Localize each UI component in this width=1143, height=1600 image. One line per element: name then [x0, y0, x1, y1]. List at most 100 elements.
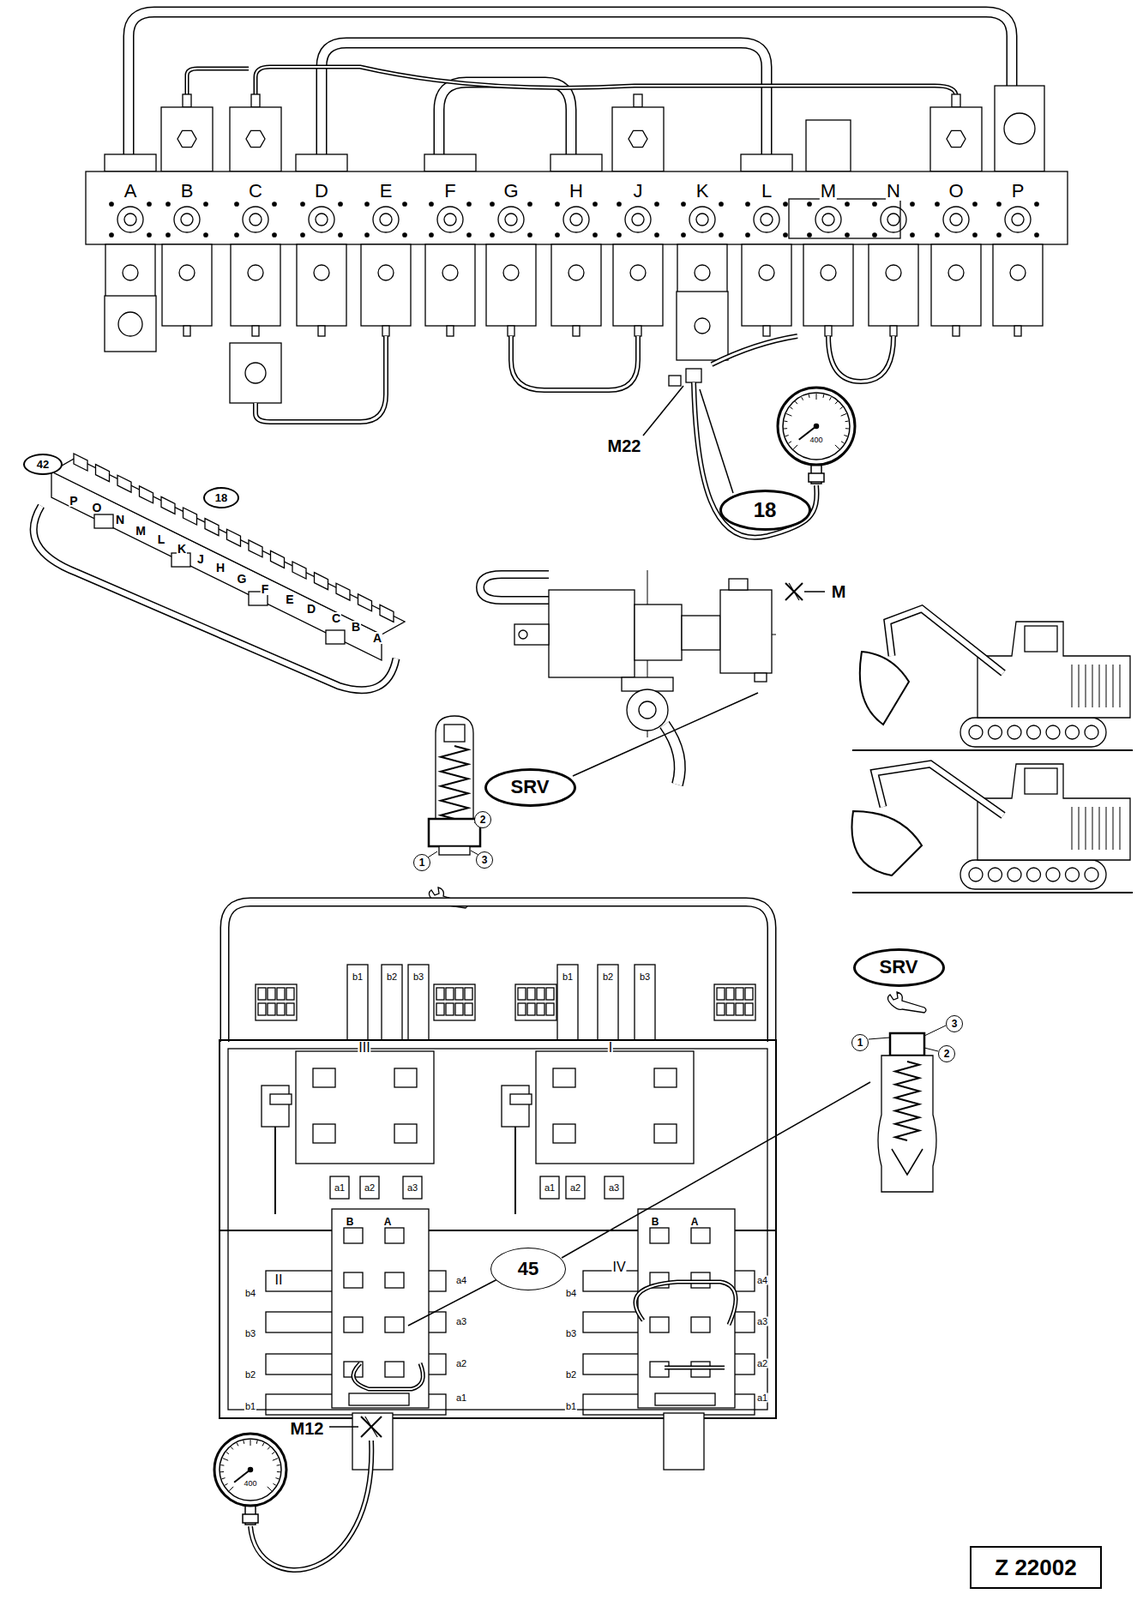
callout-text: 45	[517, 1259, 539, 1279]
signal-name: a3	[406, 1183, 419, 1193]
valve-side-view	[480, 570, 825, 785]
leader-line	[924, 1025, 946, 1036]
bolt-dot	[338, 233, 343, 237]
bolt-dot	[272, 233, 277, 237]
pipe	[664, 1366, 725, 1369]
radiator-grille	[1078, 806, 1080, 850]
bolt-dot	[719, 233, 723, 237]
port-circle	[378, 264, 394, 281]
port-circle	[1011, 213, 1024, 226]
isometric-manifold	[33, 453, 405, 691]
port-circle	[758, 264, 775, 281]
terminal	[536, 987, 545, 1000]
bolt-dot	[365, 233, 369, 237]
test-fitting	[685, 368, 702, 383]
radiator-grille	[1071, 664, 1073, 708]
track-roller	[968, 867, 983, 882]
valve-letter: K	[695, 181, 710, 201]
gauge-scale: 400	[808, 436, 824, 445]
valve-letter: L	[760, 181, 773, 201]
valve-block	[994, 85, 1045, 172]
pipe-flange	[424, 154, 476, 172]
valve-letter: L	[156, 533, 167, 546]
port-circle	[631, 213, 644, 226]
track-roller	[988, 725, 1003, 740]
gauge-tick	[843, 435, 848, 437]
valve-block	[360, 244, 411, 326]
cab-window	[1024, 625, 1058, 652]
callout-text: 2	[944, 1048, 951, 1059]
gauge-tick	[845, 427, 849, 429]
pipe-flange	[104, 154, 157, 172]
terminal	[527, 987, 536, 1000]
port-circle	[124, 213, 137, 226]
valve-letter: O	[91, 501, 103, 514]
valve-block	[788, 198, 901, 239]
signal-name: b2	[565, 1370, 578, 1380]
valve-section	[117, 475, 132, 493]
relief-valve-cutaway	[427, 715, 481, 909]
port-circle	[315, 213, 328, 226]
solenoid-box	[360, 1176, 379, 1199]
terminal	[258, 1003, 266, 1016]
callout-text: 1	[419, 857, 426, 868]
signal-name: a3	[756, 1317, 769, 1327]
terminal	[745, 1003, 753, 1016]
bolt-dot	[745, 202, 750, 206]
port-circle	[880, 206, 907, 233]
test-point-cross	[785, 583, 803, 601]
gauge-tick	[220, 1471, 224, 1473]
leader-line	[868, 1037, 891, 1040]
gauge-tick	[271, 1451, 275, 1454]
port-flange	[649, 1317, 669, 1333]
bolt-dot	[166, 202, 170, 206]
leader-line	[804, 590, 825, 593]
port-circle	[442, 264, 458, 281]
port-circle	[950, 213, 963, 226]
radiator-grille	[1119, 664, 1121, 708]
gauge-scale: 400	[242, 1479, 258, 1488]
signal-name: a3	[607, 1183, 620, 1193]
track-roller	[988, 867, 1003, 882]
valve-block	[171, 553, 191, 567]
valve-block	[325, 630, 345, 644]
radiator-grille	[1106, 664, 1107, 708]
valve-cap	[428, 818, 481, 847]
terminal	[455, 1003, 464, 1016]
port-name: B	[345, 1216, 355, 1228]
bolt-dot	[783, 233, 788, 237]
bolt-dot	[1034, 233, 1039, 237]
valve-letter: N	[114, 513, 126, 526]
pipe	[128, 12, 1012, 159]
signal-name: a1	[543, 1183, 556, 1193]
terminal-block	[515, 984, 557, 1021]
item-circle: 2	[938, 1045, 956, 1063]
pipe-flange	[550, 154, 602, 172]
callout-oval: SRV	[853, 948, 945, 987]
valve-block	[868, 244, 919, 326]
signal-name: b4	[244, 1288, 257, 1299]
port-flange	[385, 1227, 404, 1244]
callout-text: 3	[951, 1018, 958, 1029]
valve-block	[551, 244, 602, 326]
valve-block	[931, 244, 981, 326]
hex-plug	[246, 130, 265, 147]
pipe-fitting	[252, 325, 259, 337]
valve-block	[486, 244, 536, 326]
pilot-fitting	[270, 1094, 292, 1105]
terminal	[258, 987, 266, 1000]
bolt-dot	[555, 233, 560, 237]
pipe-fitting	[446, 325, 454, 337]
terminal	[445, 987, 454, 1000]
bolt-dot	[403, 233, 407, 237]
valve-letter: E	[378, 181, 394, 201]
terminal	[276, 987, 285, 1000]
signal-name: b1	[244, 1401, 257, 1412]
valve-letter: O	[947, 181, 964, 201]
radiator-grille	[1112, 664, 1114, 708]
signal-name: b1	[561, 972, 574, 982]
test-point-name: M22	[607, 437, 643, 455]
gauge-tick	[841, 441, 844, 444]
